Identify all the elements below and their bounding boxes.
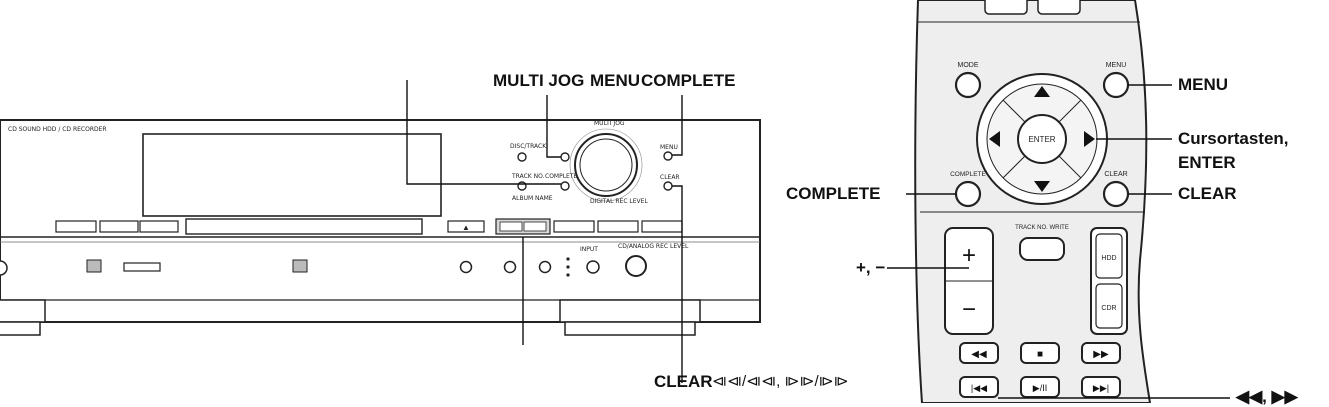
deck-rec-button (641, 220, 683, 233)
deck-lower-btn (123, 262, 161, 272)
label-cursor-keys: Cursortasten, (1178, 129, 1289, 148)
deck-lower-btn-a (503, 260, 517, 274)
remote-ff-button[interactable] (1081, 342, 1121, 364)
remote-clear-label: CLEAR (1104, 171, 1127, 178)
cursor-up-icon (1034, 86, 1050, 97)
remote-enter-label: ENTER (1028, 135, 1055, 144)
cd-recorder-deck: CD SOUND HDD / CD RECORDER ▲ (0, 80, 761, 383)
deck-btn-1 (55, 220, 97, 233)
remote-next-icon: ▶▶| (1093, 383, 1109, 393)
deck-model-text: CD SOUND HDD / CD RECORDER (8, 126, 107, 133)
deck-small-label-1: DISC/TRACK (510, 143, 547, 150)
label-multi-jog: MULTI JOG (493, 71, 585, 90)
deck-menu-label: MENU (660, 144, 678, 151)
label-plus-minus: +, − (856, 258, 886, 277)
deck-rec-level-label: CD/ANALOG REC LEVEL (618, 243, 689, 250)
deck-btn-copy (139, 220, 179, 233)
deck-small-label-4: ALBUM NAME (512, 195, 553, 202)
deck-input-btn (586, 260, 600, 274)
deck-input-label: INPUT (580, 246, 598, 253)
deck-small-label-3: COMPLETE (545, 173, 578, 180)
deck-power-btn (459, 260, 473, 274)
label-menu-right: MENU (1178, 75, 1229, 94)
remote-ff-icon: ▶▶ (1093, 349, 1109, 360)
remote-prev-icon: |◀◀ (971, 383, 987, 393)
deck-eject-button (447, 220, 485, 233)
deck-cd-logo-2 (292, 259, 308, 273)
remote-next-button[interactable] (1081, 376, 1121, 398)
deck-stop-button (597, 220, 639, 233)
deck-small-label-2: TRACK NO. (511, 173, 545, 180)
cursor-left-icon (989, 131, 1000, 147)
remote-hdd-label: HDD (1101, 255, 1116, 262)
remote-stop-button[interactable] (1020, 342, 1060, 364)
deck-menu-small-btn (560, 152, 570, 162)
remote-track-write-label: TRACK NO. WRITE (1015, 225, 1069, 231)
deck-jog-label: MULTI JOG (594, 120, 625, 127)
svg-text:▲: ▲ (462, 223, 470, 232)
remote-complete-label: COMPLETE (950, 171, 986, 178)
remote-play-pause-icon: ▶/II (1033, 383, 1047, 393)
leader-menu (672, 95, 683, 156)
disc-tray (185, 218, 423, 235)
leader-complete (406, 80, 561, 185)
remote-track-write-button[interactable] (1019, 237, 1065, 261)
remote-mode-label: MODE (958, 62, 979, 69)
remote-enter-button[interactable] (1017, 114, 1067, 164)
remote-stop-icon: ■ (1037, 349, 1043, 360)
remote-prev-button[interactable] (959, 376, 999, 398)
remote-minus-label: − (962, 296, 976, 323)
deck-clear-btn (663, 181, 673, 191)
deck-menu-btn (663, 151, 673, 161)
deck-btn-2 (99, 220, 139, 233)
label-complete-top: COMPLETE (641, 71, 736, 90)
leader-clear (672, 185, 683, 383)
label-enter: ENTER (1178, 153, 1236, 172)
deck-small-btn-b (517, 181, 527, 191)
remote-mode-button[interactable] (954, 71, 982, 99)
display-window (142, 133, 442, 217)
remote-control: MODE MENU ENTER COMPLETE CLEAR + − TRACK… (887, 0, 1230, 403)
remote-menu-button[interactable] (1102, 71, 1130, 99)
deck-complete-small-btn (560, 181, 570, 191)
cursor-right-icon (1084, 131, 1095, 147)
deck-digital-label: DIGITAL REC LEVEL (590, 198, 648, 205)
remote-rew-icon: ◀◀ (971, 349, 987, 360)
remote-clear-button[interactable] (1102, 180, 1130, 208)
deck-level-knob (625, 255, 647, 277)
remote-play-pause-button[interactable] (1020, 376, 1060, 398)
label-menu-top: MENU (590, 71, 641, 90)
remote-menu-label: MENU (1106, 62, 1127, 69)
label-clear-bottom: CLEAR (654, 372, 713, 391)
deck-small-btn-a (517, 152, 527, 162)
label-rew-ff: ◀◀, ▶▶ (1236, 387, 1298, 406)
deck-cd-logo-1 (86, 259, 102, 273)
remote-rew-button[interactable] (959, 342, 999, 364)
deck-play-button (553, 220, 595, 233)
label-clear-right: CLEAR (1178, 184, 1237, 203)
deck-lower-btn-b (538, 260, 552, 274)
remote-cdr-label: CDR (1101, 305, 1116, 312)
label-complete-left: COMPLETE (786, 184, 881, 203)
remote-plus-label: + (962, 242, 976, 269)
cursor-down-icon (1034, 181, 1050, 192)
label-skip-arrows: ⧏⧏/⧏⧏, ⧐⧐/⧐⧐ (712, 373, 849, 390)
deck-clear-label: CLEAR (660, 174, 680, 181)
remote-hdd-button[interactable] (1095, 233, 1123, 279)
remote-cdr-button[interactable] (1095, 283, 1123, 329)
remote-complete-button[interactable] (954, 180, 982, 208)
leader-multi-jog-menu (546, 95, 561, 158)
